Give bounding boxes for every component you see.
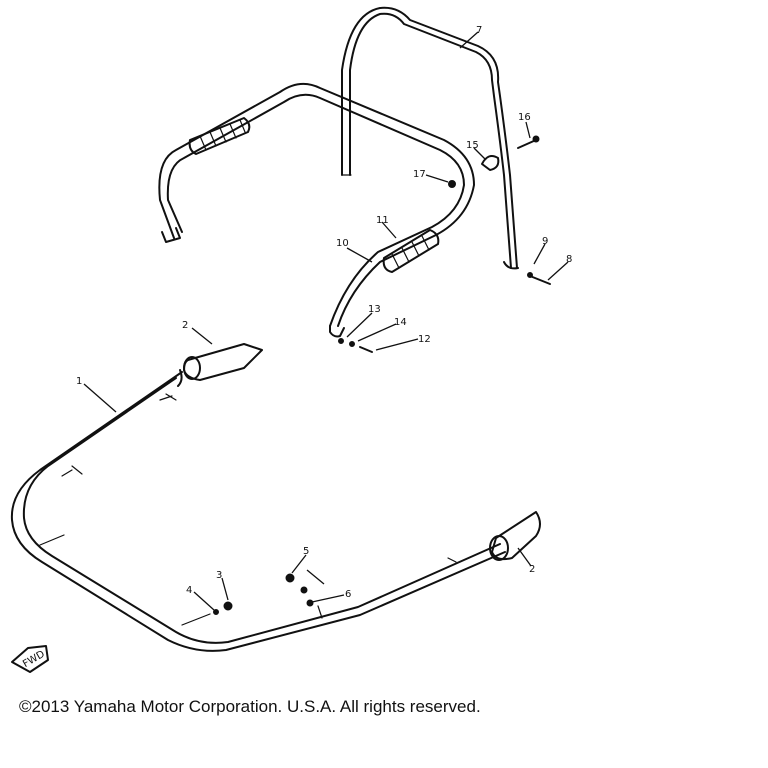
part-1-bumper — [10, 369, 506, 652]
part-2-end-cap-right — [489, 511, 541, 561]
callout-10: 10 — [336, 238, 349, 249]
part-10-front-grab-bar — [158, 82, 475, 338]
part-11-grip-left — [188, 117, 251, 155]
callout-8: 8 — [566, 254, 572, 265]
callout-3: 3 — [216, 570, 222, 581]
callout-6: 6 — [345, 589, 351, 600]
part-2-end-cap-left — [183, 343, 263, 381]
part-11-grip-right — [382, 229, 440, 273]
callout-13: 13 — [368, 304, 381, 315]
parts-diagram: FWD 1 2 2 3 4 5 6 7 8 9 10 11 12 — [10, 6, 572, 673]
callout-11: 11 — [376, 215, 389, 226]
callout-16: 16 — [518, 112, 531, 123]
fwd-arrow-icon: FWD — [11, 645, 49, 673]
copyright-notice: ©2013 Yamaha Motor Corporation. U.S.A. A… — [19, 697, 481, 716]
callout-2-right: 2 — [529, 564, 535, 575]
callout-12: 12 — [418, 334, 431, 345]
callout-7: 7 — [476, 25, 482, 36]
leader-lines — [83, 31, 569, 611]
callout-17: 17 — [413, 169, 426, 180]
callout-14: 14 — [394, 317, 407, 328]
callout-1: 1 — [76, 376, 82, 387]
callout-2-left: 2 — [182, 320, 188, 331]
callout-4: 4 — [186, 585, 192, 596]
callout-15: 15 — [466, 140, 479, 151]
callout-5: 5 — [303, 546, 309, 557]
callout-9: 9 — [542, 236, 548, 247]
callout-labels: 1 2 2 3 4 5 6 7 8 9 10 11 12 13 14 15 16… — [76, 25, 572, 600]
hardware-bolts — [213, 135, 551, 615]
part-7-rear-grab-bar — [341, 6, 519, 270]
